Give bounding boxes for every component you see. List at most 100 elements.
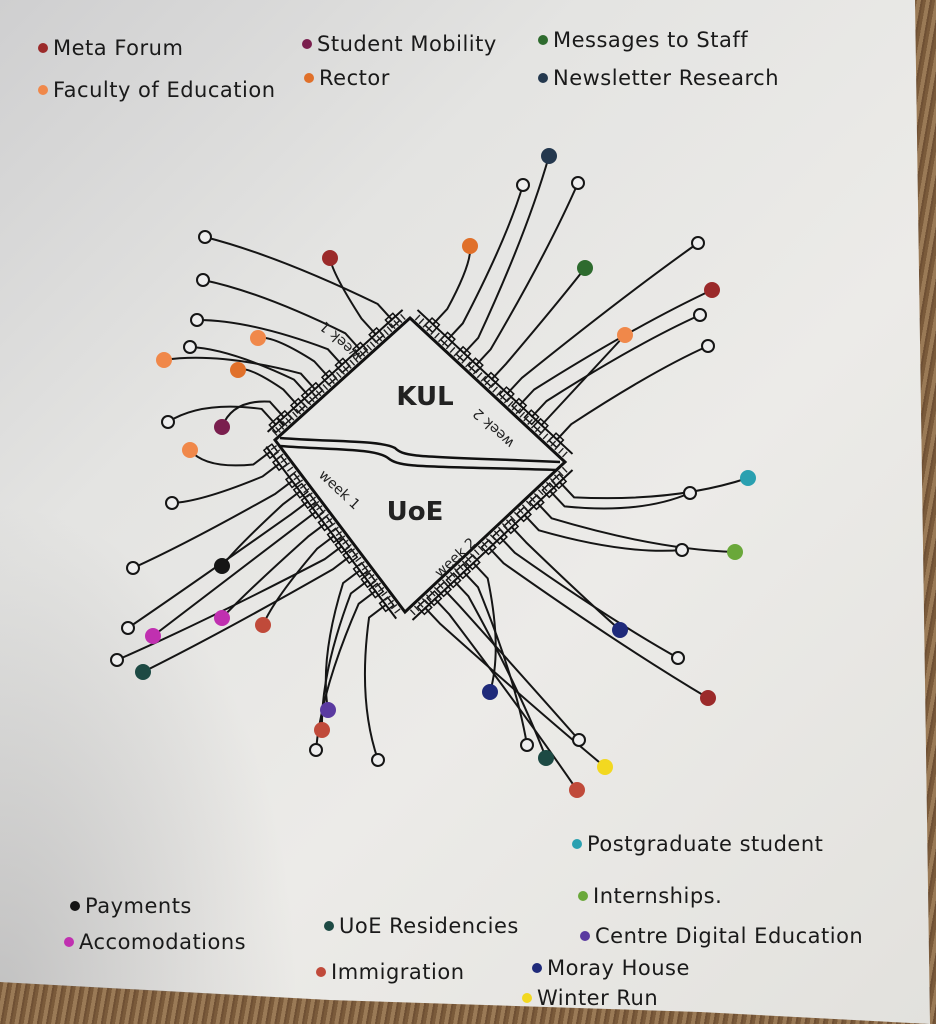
chip-tooth	[315, 390, 322, 397]
chip-tooth	[417, 601, 424, 608]
trace-line	[171, 462, 281, 504]
chip-tooth	[554, 444, 561, 451]
chip-tooth	[469, 552, 476, 560]
terminal-dot-rector	[462, 238, 478, 254]
chip-pin-teeth	[265, 309, 574, 621]
chip-tooth	[374, 582, 382, 588]
chip-tooth	[550, 440, 557, 447]
chip-tooth	[527, 418, 533, 426]
terminal-dot-newsletter-research	[541, 148, 557, 164]
chip-tooth	[445, 343, 452, 350]
legend-postgraduate-student: Postgraduate student	[572, 832, 823, 856]
terminal-dot-postgraduate-student	[740, 470, 756, 486]
legend-meta-forum: Meta Forum	[38, 36, 183, 60]
chip-tooth	[421, 597, 428, 605]
terminal-ring	[675, 543, 689, 557]
dot-icon	[538, 35, 548, 45]
trace-line	[204, 236, 394, 322]
chip-tooth	[275, 426, 281, 433]
chip-tooth	[302, 402, 308, 409]
trace-line	[237, 368, 299, 407]
chip-tooth	[461, 560, 468, 567]
chip-edge	[265, 446, 398, 620]
chip-tooth	[371, 578, 378, 584]
chip-tooth	[373, 338, 379, 345]
terminal-dot-immigration	[255, 617, 271, 633]
chip-tooth	[488, 382, 495, 390]
trace-line	[221, 522, 327, 619]
terminal-dot-rector	[230, 362, 246, 378]
chip-edge	[416, 309, 574, 455]
chip-tooth	[493, 530, 500, 537]
chip-tooth	[312, 393, 319, 400]
chip-tooth	[425, 594, 432, 601]
trace-line	[433, 597, 578, 791]
chip-tooth	[434, 332, 440, 339]
chip-tooth	[523, 415, 530, 422]
dot-icon	[304, 73, 314, 83]
chip-tooth	[538, 429, 545, 436]
legend-label: Internships.	[593, 884, 723, 908]
legend-accomodations: Accomodations	[64, 930, 246, 954]
trace-line	[540, 334, 626, 427]
chip-tooth	[545, 481, 552, 488]
chip-tooth	[329, 522, 336, 528]
chip-tooth	[335, 530, 343, 537]
chip-tooth	[457, 564, 464, 571]
chip-tooth	[361, 565, 369, 571]
trace-line	[163, 356, 317, 391]
dot-icon	[572, 839, 582, 849]
terminal-ring	[691, 236, 705, 250]
chip-tooth	[477, 545, 484, 552]
trace-line	[505, 242, 699, 395]
chip-tooth	[513, 511, 520, 518]
dot-icon	[538, 73, 548, 83]
chip-tooth	[346, 362, 352, 369]
legend-newsletter-research: Newsletter Research	[538, 66, 779, 90]
chip-tooth	[473, 549, 480, 556]
chip-tooth	[553, 474, 560, 481]
chip-tooth	[281, 420, 288, 427]
chip-tooth	[468, 364, 475, 372]
chip-tooth	[530, 422, 537, 429]
chip-tooth	[342, 539, 349, 545]
chip-tooth	[433, 586, 440, 593]
trace-line	[462, 155, 550, 355]
legend-label: Meta Forum	[53, 36, 184, 60]
chip-tooth	[285, 417, 292, 424]
chip-tooth	[355, 556, 362, 563]
terminal-dot-student-mobility	[214, 419, 230, 435]
chip-tooth	[277, 453, 284, 459]
chip-tooth	[345, 543, 352, 550]
terminal-dot-winter-run	[597, 759, 613, 775]
chip-tooth	[386, 326, 393, 333]
legend-student-mobility: Student Mobility	[302, 32, 497, 56]
chip-tooth	[376, 335, 383, 342]
terminal-ring	[701, 339, 715, 353]
chip-tooth	[561, 466, 568, 473]
chip-tooth	[299, 483, 307, 489]
legend-moray-house: Moray House	[532, 956, 690, 980]
legend-label: Faculty of Education	[53, 78, 276, 102]
terminal-dot-uoe-residencies	[135, 664, 151, 680]
dot-icon	[38, 85, 48, 95]
legend-centre-digital-education: Centre Digital Education	[580, 924, 863, 948]
chip-tooth	[280, 457, 287, 464]
chip-edge	[266, 309, 404, 433]
chip-tooth	[270, 444, 278, 451]
chip-tooth	[351, 552, 359, 558]
trace-line	[443, 588, 580, 741]
chip-tooth	[366, 344, 373, 351]
terminal-ring	[572, 733, 586, 747]
terminal-ring	[683, 486, 697, 500]
chip-tooth	[429, 590, 436, 597]
legend-payments: Payments	[70, 894, 192, 918]
chip-tooth	[453, 567, 460, 575]
chip-tooth	[546, 436, 553, 444]
chip-tooth	[296, 479, 304, 485]
trace-line	[447, 184, 524, 341]
trace-line	[558, 477, 749, 500]
chip-tooth	[537, 489, 544, 496]
chip-tooth	[480, 375, 487, 382]
